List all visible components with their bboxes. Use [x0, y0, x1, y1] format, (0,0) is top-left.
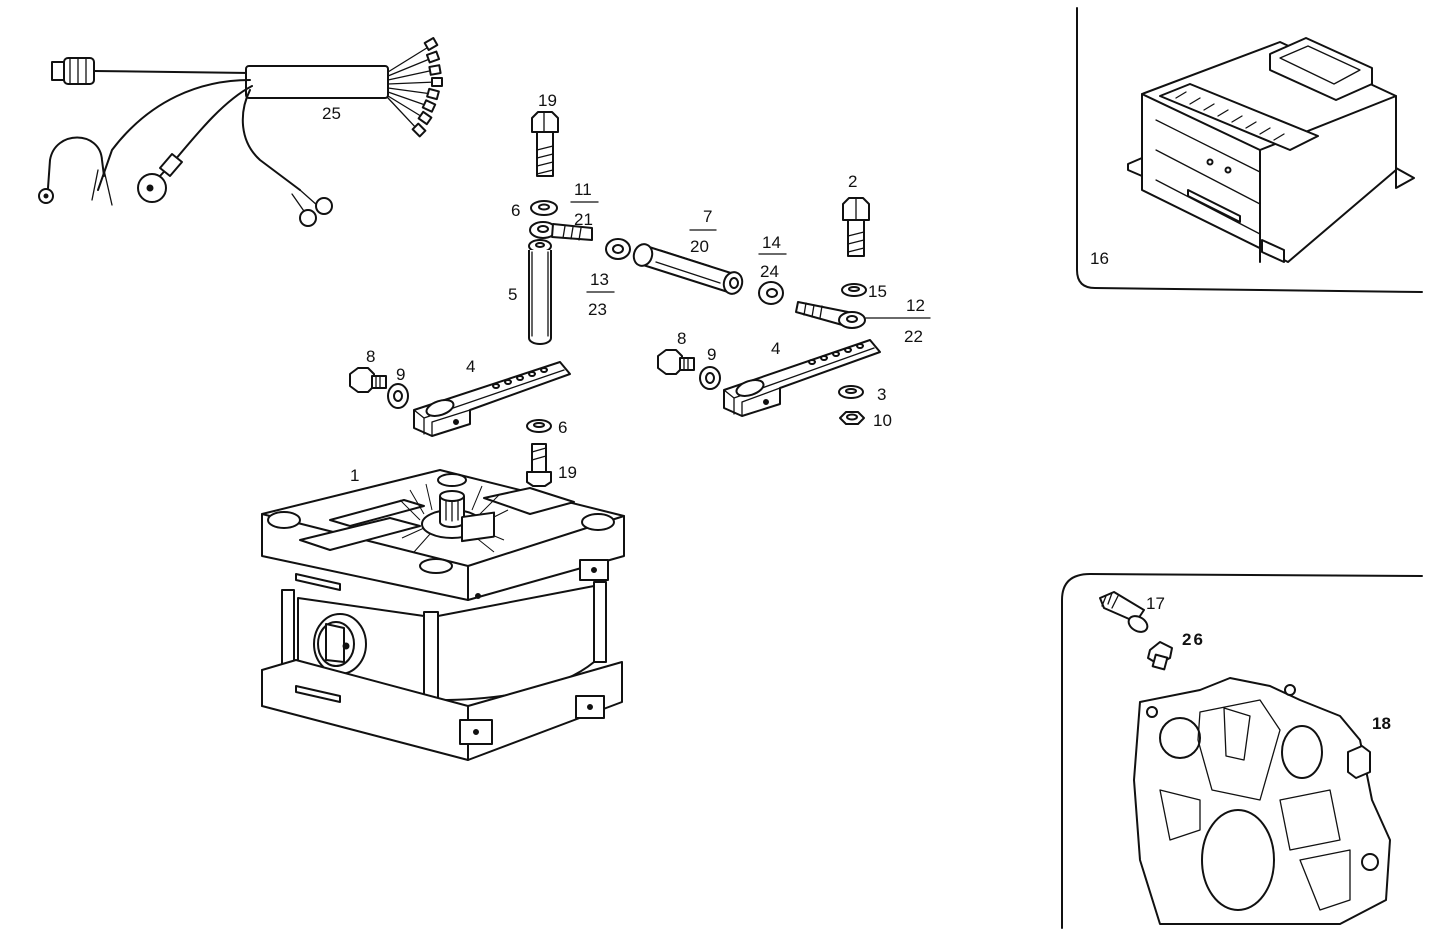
label-11: 11 [574, 180, 592, 199]
label-19-top: 19 [538, 91, 557, 110]
label-4-left: 4 [466, 357, 475, 376]
label-4-right: 4 [771, 339, 780, 358]
label-6-lower: 6 [558, 418, 567, 437]
label-9-left: 9 [396, 365, 405, 384]
label-13: 13 [590, 270, 609, 289]
label-15: 15 [868, 282, 887, 301]
rod-7 [632, 243, 744, 295]
label-6-top: 6 [511, 201, 520, 220]
label-9-right: 9 [707, 345, 716, 364]
label-18: 18 [1372, 714, 1391, 733]
label-2: 2 [848, 172, 857, 191]
washer-6-lower [526, 419, 552, 433]
label-25: 25 [322, 104, 341, 123]
label-21: 21 [574, 210, 593, 229]
label-26: 26 [1182, 630, 1205, 649]
label-22: 22 [904, 327, 923, 346]
lever-4-right [723, 339, 881, 417]
label-8-left: 8 [366, 347, 375, 366]
label-20: 20 [690, 237, 709, 256]
label-23: 23 [588, 300, 607, 319]
bolt-2 [842, 197, 870, 257]
lever-4-left [413, 361, 571, 437]
washer-3 [838, 385, 864, 399]
screw-8-left [349, 367, 387, 393]
screw-8-right [657, 349, 695, 375]
housing-panel [1061, 573, 1423, 929]
label-17: 17 [1146, 594, 1165, 613]
washer-9-left [387, 383, 409, 409]
label-16: 16 [1090, 249, 1109, 268]
label-12: 12 [906, 296, 925, 315]
label-8-right: 8 [677, 329, 686, 348]
callout-labels: 25 19 6 11 21 5 13 23 7 20 14 24 2 15 12… [322, 91, 1391, 733]
label-3: 3 [877, 385, 886, 404]
washer-15 [841, 283, 867, 297]
nut-14 [758, 281, 784, 305]
rod-end-12 [795, 301, 866, 329]
control-unit-panel [1076, 7, 1423, 293]
washer-9-right [699, 366, 721, 390]
actuator-body [261, 469, 625, 761]
wiring-harness [38, 37, 443, 227]
bolt-19-lower [526, 443, 552, 487]
label-7: 7 [703, 207, 712, 226]
label-10: 10 [873, 411, 892, 430]
rod-end-11 [529, 221, 593, 241]
bolt-19-top [531, 111, 559, 177]
label-1: 1 [350, 466, 359, 485]
label-5: 5 [508, 285, 517, 304]
label-19-lower: 19 [558, 463, 577, 482]
label-24: 24 [760, 262, 779, 281]
washer-6-top [530, 200, 558, 216]
spacer-5 [528, 239, 552, 345]
nut-13 [605, 238, 631, 260]
label-14: 14 [762, 233, 781, 252]
nut-10 [839, 411, 865, 425]
